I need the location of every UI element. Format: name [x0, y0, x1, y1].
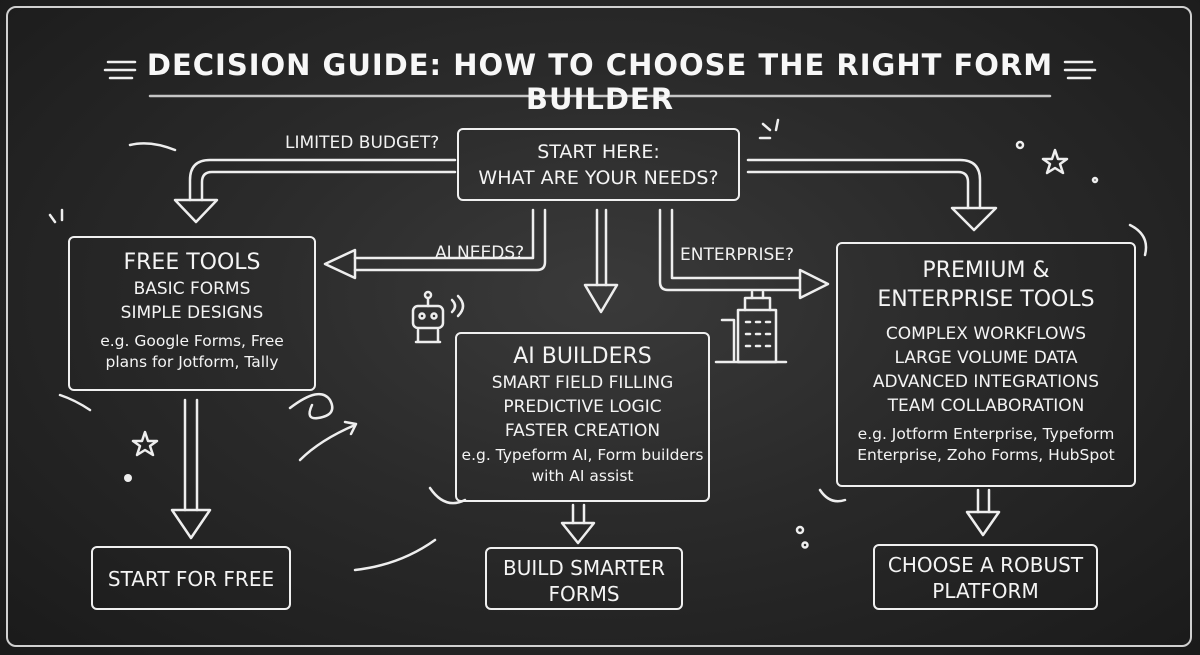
dot-doodle [124, 474, 132, 482]
premium-feature: TEAM COLLABORATION [887, 396, 1085, 416]
arrow-ai-outcome [560, 503, 596, 545]
ai-builders-heading: AI BUILDERS [513, 344, 652, 369]
sparkle-icon [103, 60, 137, 80]
arrow-ai-center [583, 208, 619, 314]
ai-examples-1: e.g. Typeform AI, Form builders [461, 446, 704, 464]
arrow-budget [173, 158, 457, 224]
page-title: DECISION GUIDE: HOW TO CHOOSE THE RIGHT … [146, 48, 1054, 116]
outcome-premium-text-1: CHOOSE A ROBUST [887, 553, 1084, 577]
doodle-curve [58, 393, 92, 412]
premium-box: PREMIUM & ENTERPRISE TOOLS COMPLEX WORKF… [836, 242, 1136, 487]
ai-builders-box: AI BUILDERS SMART FIELD FILLING PREDICTI… [455, 332, 710, 502]
start-box: START HERE: WHAT ARE YOUR NEEDS? [457, 128, 740, 201]
doodle-curve [353, 538, 437, 572]
free-feature: SIMPLE DESIGNS [120, 303, 264, 323]
start-line-1: START HERE: [537, 141, 660, 163]
outcome-free-box: START FOR FREE [91, 546, 291, 610]
premium-feature: LARGE VOLUME DATA [894, 348, 1078, 368]
free-examples-1: e.g. Google Forms, Free [100, 332, 284, 350]
sparkle-icon [1063, 60, 1097, 80]
premium-feature: COMPLEX WORKFLOWS [885, 324, 1087, 344]
premium-heading-1: PREMIUM & [922, 258, 1050, 283]
free-tools-box: FREE TOOLS BASIC FORMS SIMPLE DESIGNS e.… [68, 236, 316, 391]
dot-doodle [1015, 140, 1025, 150]
star-icon [131, 430, 159, 457]
sparkle-icon [48, 208, 64, 224]
outcome-ai-text-1: BUILD SMARTER [503, 556, 665, 580]
label-enterprise: ENTERPRISE? [680, 245, 795, 265]
arrow-enterprise-top [746, 158, 998, 232]
doodle-curve [128, 142, 177, 152]
doodle-flourish [818, 488, 847, 503]
label-ai-needs: AI NEEDS? [435, 243, 525, 263]
start-line-2: WHAT ARE YOUR NEEDS? [478, 167, 719, 189]
dot-doodle [1091, 176, 1099, 184]
premium-examples-1: e.g. Jotform Enterprise, Typeform [857, 425, 1115, 443]
dot-doodle [795, 525, 805, 535]
dot-doodle [801, 541, 809, 549]
ai-feature: SMART FIELD FILLING [491, 373, 674, 393]
free-feature: BASIC FORMS [133, 279, 251, 299]
board-frame [6, 6, 1192, 647]
premium-feature: ADVANCED INTEGRATIONS [872, 372, 1100, 392]
ai-feature: FASTER CREATION [504, 421, 661, 441]
outcome-ai-text-2: FORMS [548, 582, 620, 606]
premium-heading-2: ENTERPRISE TOOLS [877, 287, 1095, 312]
arrow-free-outcome [170, 398, 212, 540]
ai-examples-2: with AI assist [531, 467, 634, 485]
arrow-premium-outcome [965, 488, 1001, 537]
free-examples-2: plans for Jotform, Tally [105, 353, 279, 371]
robot-icon [411, 290, 465, 344]
ai-feature: PREDICTIVE LOGIC [503, 397, 662, 417]
outcome-premium-text-2: PLATFORM [932, 579, 1039, 603]
star-icon [1041, 148, 1069, 175]
outcome-premium-box: CHOOSE A ROBUST PLATFORM [873, 544, 1098, 610]
label-budget: LIMITED BUDGET? [285, 133, 440, 153]
outcome-ai-box: BUILD SMARTER FORMS [485, 547, 683, 610]
outcome-free-text: START FOR FREE [107, 567, 275, 591]
arrow-enterprise-right [658, 208, 830, 300]
sparkle-icon [758, 118, 780, 140]
premium-examples-2: Enterprise, Zoho Forms, HubSpot [857, 446, 1115, 464]
free-tools-heading: FREE TOOLS [123, 250, 261, 275]
building-icon [714, 290, 788, 364]
arrow-ai-left [323, 208, 547, 280]
doodle-flourish [1128, 223, 1148, 257]
doodle-arrow [298, 423, 357, 462]
doodle-swirl [288, 392, 334, 420]
